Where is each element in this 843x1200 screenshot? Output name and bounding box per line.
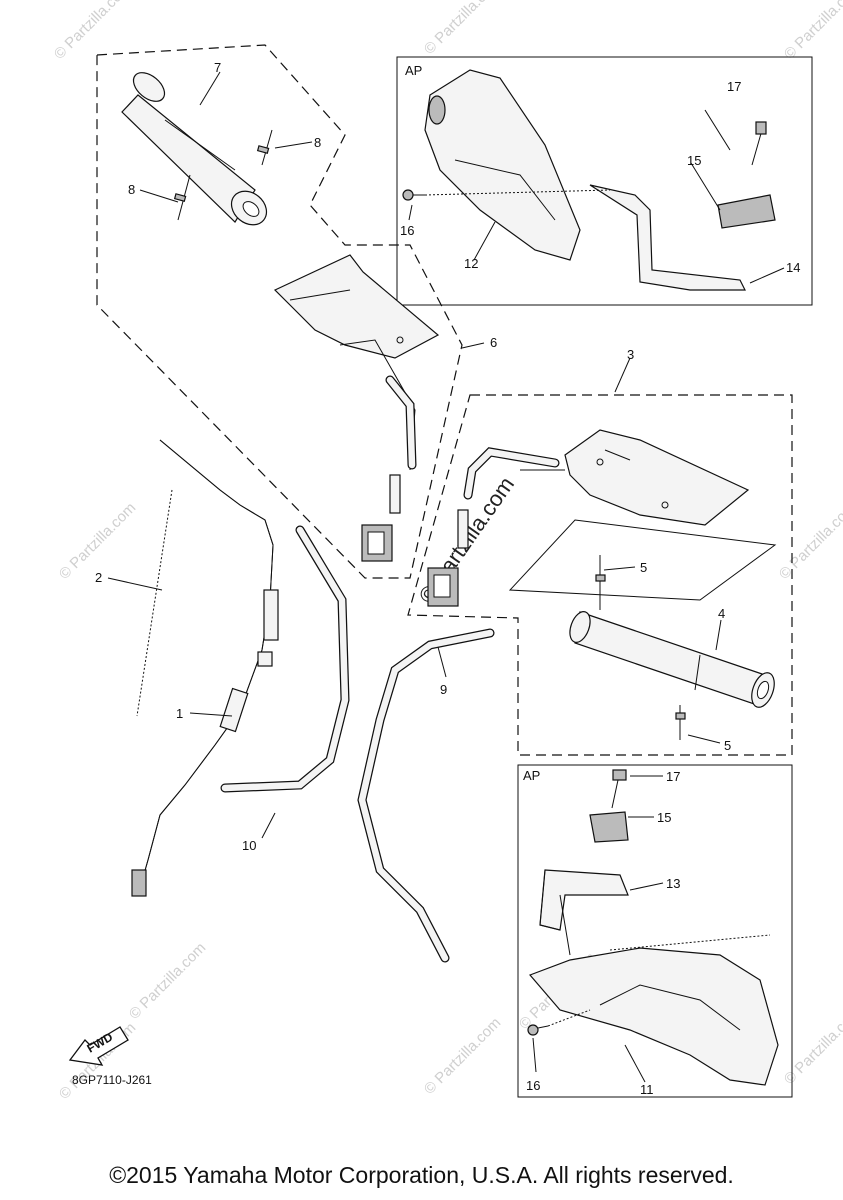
watermark-text: © Partzilla.com <box>776 499 843 582</box>
parts-diagram: © Partzilla.com © Partzilla.com © Partzi… <box>51 0 843 1103</box>
bracket-13 <box>539 869 629 931</box>
leader-lines <box>107 71 785 1083</box>
ap-box-top <box>396 56 813 306</box>
heater-plate-right <box>520 429 750 526</box>
callout-16: 16 <box>400 223 414 238</box>
grip-right-4 <box>569 611 775 708</box>
callout-13: 13 <box>666 876 680 891</box>
callout-3: 3 <box>627 347 634 362</box>
watermark-text: © Partzilla.com <box>421 1014 504 1097</box>
bolt-17-top <box>751 121 767 166</box>
callout-6: 6 <box>490 335 497 350</box>
grip-left-7 <box>121 72 268 226</box>
connector-right <box>427 567 459 607</box>
callout-8: 8 <box>128 182 135 197</box>
callout-14: 14 <box>786 260 800 275</box>
callout-2: 2 <box>95 570 102 585</box>
watermark-text: © Partzilla.com <box>781 1004 843 1087</box>
ap-label-top: AP <box>405 63 422 78</box>
ap-box-bottom <box>517 764 793 1098</box>
callout-4: 4 <box>718 606 725 621</box>
watermark-text: © Partzilla.com <box>126 939 209 1022</box>
spring-2 <box>136 489 173 717</box>
callout-5: 5 <box>724 738 731 753</box>
wire-sleeve-left <box>389 474 401 514</box>
clamp-15-top <box>717 194 776 229</box>
connector-left <box>361 524 393 562</box>
callout-11: 11 <box>640 1082 654 1097</box>
callout-9: 9 <box>440 682 447 697</box>
bolt-17-bottom <box>611 769 627 809</box>
clamp-15-bottom <box>589 811 629 843</box>
callout-1: 1 <box>176 706 183 721</box>
diagram-code: 8GP7110-J261 <box>72 1073 152 1087</box>
bracket-14 <box>589 184 746 291</box>
watermark-text: © Partzilla.com <box>421 0 504 58</box>
screw-16-top <box>402 189 611 201</box>
callout-5: 5 <box>640 560 647 575</box>
hose-10 <box>220 525 350 793</box>
group-3-outline <box>407 394 793 756</box>
copyright-notice: ©2015 Yamaha Motor Corporation, U.S.A. A… <box>109 1162 734 1188</box>
watermark-text: © Partzilla.com <box>781 0 843 63</box>
hose-9 <box>357 628 495 963</box>
callout-16: 16 <box>526 1078 540 1093</box>
callout-8: 8 <box>314 135 321 150</box>
callout-15: 15 <box>657 810 671 825</box>
pin-5 <box>595 555 686 740</box>
callout-7: 7 <box>214 60 221 75</box>
callout-17: 17 <box>727 79 741 94</box>
guide-plane <box>508 519 777 601</box>
ap-label-bottom: AP <box>523 768 540 783</box>
callout-12: 12 <box>464 256 478 271</box>
screw-16-bottom <box>527 1009 591 1036</box>
callout-17: 17 <box>666 769 680 784</box>
pin-8 <box>173 129 273 221</box>
wire-sleeve-right <box>457 509 469 549</box>
hand-guard-12 <box>424 69 581 261</box>
cable-1 <box>131 439 279 897</box>
callout-10: 10 <box>242 838 256 853</box>
group-6-outline <box>96 44 463 579</box>
callout-15: 15 <box>687 153 701 168</box>
hand-guard-11 <box>528 894 779 1086</box>
